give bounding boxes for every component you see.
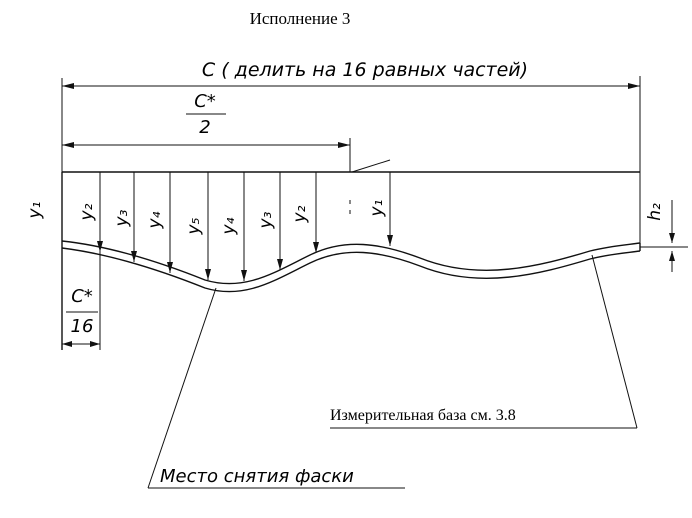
ordinate-label: y₃ [112,209,132,227]
dimension-sixteenth-c: С* 16 [62,252,101,350]
dimension-c: С ( делить на 16 равных частей) [61,59,641,245]
ordinate-label: y₁ [367,200,387,218]
ordinate-labels: y₁ y₂ y₃ y₄ y₅ y₄ y₃ y₂ y₁ [25,200,387,236]
drawing-title: Исполнение 3 [250,9,351,28]
leader-tick [351,159,391,173]
dimension-h2: h₂ [645,200,675,272]
half-c-numerator: С* [194,91,216,112]
bent-profile [61,240,688,293]
measuring-base-callout: Измерительная база см. 3.8 [330,254,638,429]
ordinate-label: y₁ [25,202,45,220]
chamfer-label: Место снятия фаски [160,466,354,487]
ordinate-label: y₃ [256,211,276,229]
sixteenth-c-denominator: 16 [71,316,94,337]
measuring-base-label: Измерительная база см. 3.8 [330,407,516,424]
ordinate-label: y₂ [77,203,97,221]
h2-label: h₂ [645,203,665,221]
sixteenth-c-numerator: С* [71,286,93,307]
chamfer-callout: Место снятия фаски [147,287,405,489]
ordinate-label: y₅ [184,217,204,235]
dimension-half-c: С* 2 [62,91,351,172]
half-c-denominator: 2 [199,117,210,138]
ordinate-label: y₂ [290,205,310,223]
ordinate-label: y₄ [145,211,165,229]
ordinate-label: y₄ [219,217,239,235]
dimension-c-label: С ( делить на 16 равных частей) [202,59,528,81]
